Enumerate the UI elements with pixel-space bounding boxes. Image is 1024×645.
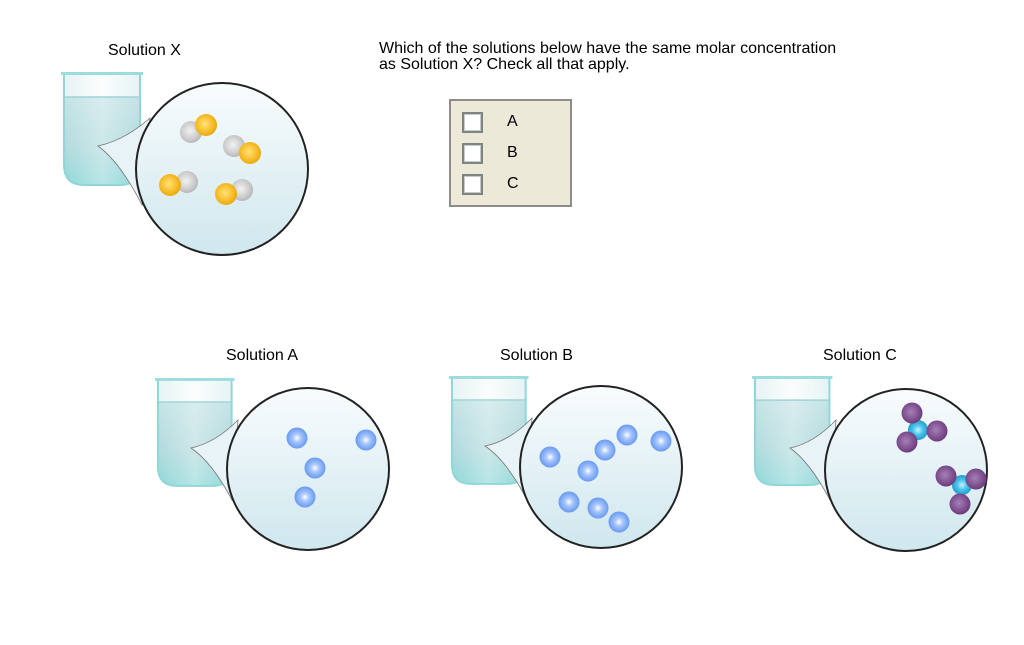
magnified-view-x xyxy=(135,82,309,256)
magnified-view-c xyxy=(824,388,988,552)
solution-x-title: Solution X xyxy=(108,42,181,59)
checkbox-c[interactable] xyxy=(462,174,483,195)
magnified-view-a xyxy=(226,387,390,551)
checkbox-a[interactable] xyxy=(462,112,483,133)
question-line-2: as Solution X? Check all that apply. xyxy=(379,56,630,73)
solution-c-title: Solution C xyxy=(823,347,897,364)
zoom-callout-a xyxy=(189,418,239,502)
choice-a-label: A xyxy=(507,113,518,130)
solution-b-title: Solution B xyxy=(500,347,573,364)
choice-c[interactable]: C xyxy=(451,170,570,200)
choice-b-label: B xyxy=(507,144,518,161)
question-text: Which of the solutions below have the sa… xyxy=(379,41,979,73)
solution-a-title: Solution A xyxy=(226,347,299,364)
choice-b[interactable]: B xyxy=(451,139,570,169)
checkbox-b[interactable] xyxy=(462,143,483,164)
magnified-view-b xyxy=(519,385,683,549)
choice-c-label: C xyxy=(507,175,519,192)
question-line-1: Which of the solutions below have the sa… xyxy=(379,40,837,57)
choice-a[interactable]: A xyxy=(451,108,570,138)
answer-choices-panel: A B C xyxy=(449,99,572,207)
